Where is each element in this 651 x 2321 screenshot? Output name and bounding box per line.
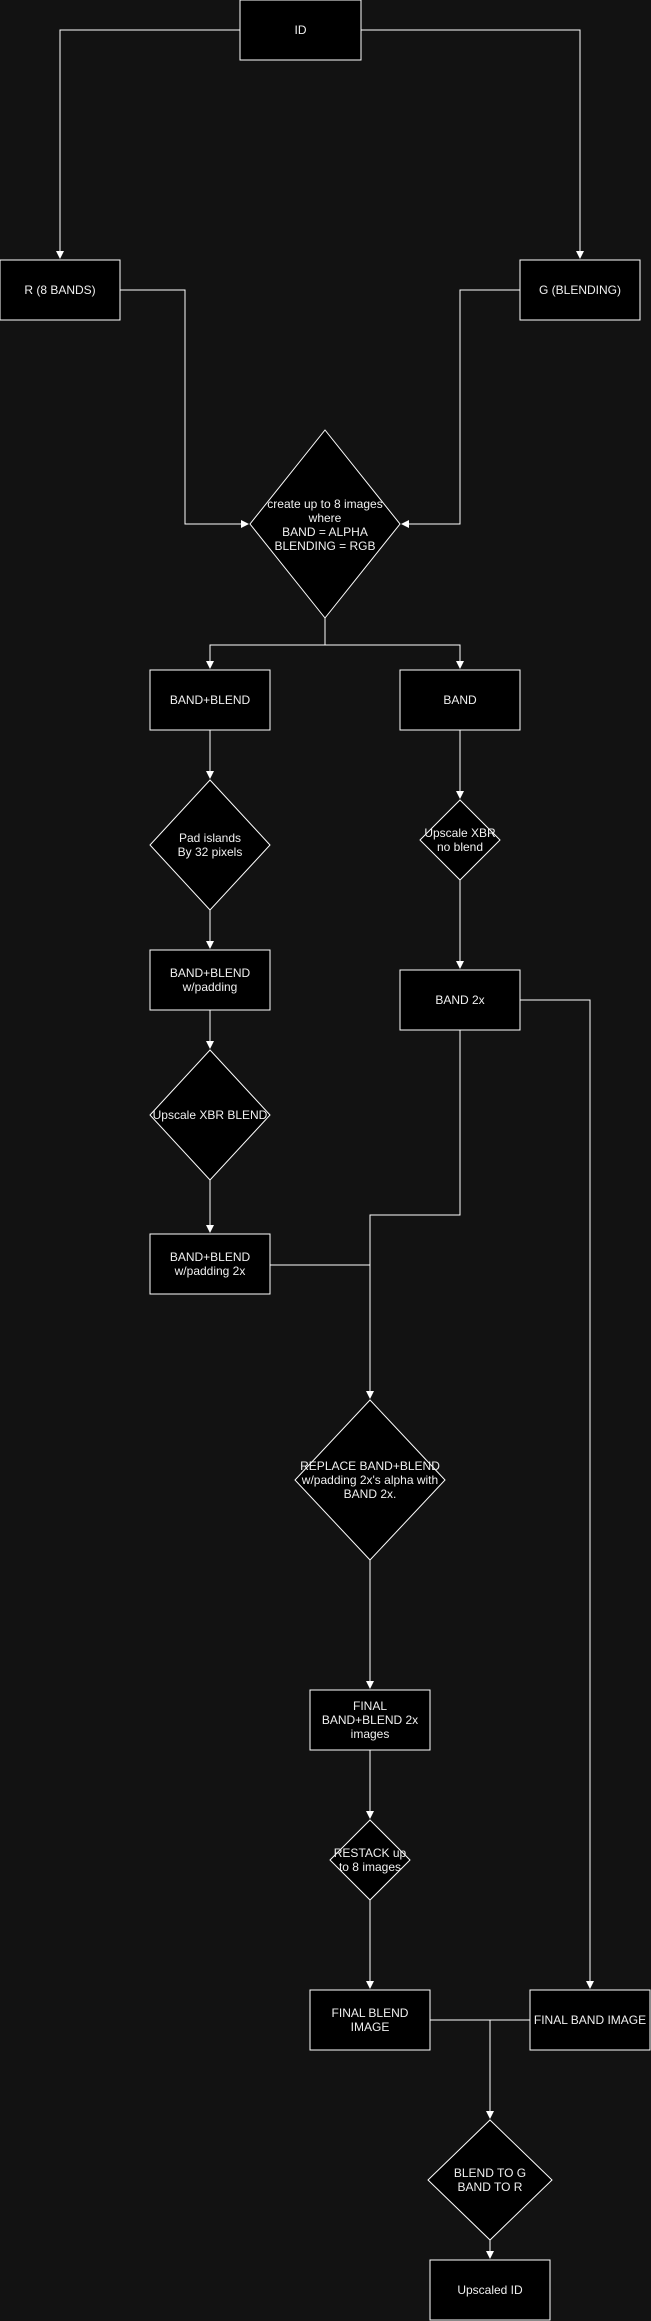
node-upscale-xbr-no-blend-diamond — [419, 799, 501, 881]
node-final-band-image-box — [529, 1989, 651, 2051]
node-g-blending-box — [519, 259, 641, 321]
edge-id-to-g — [361, 29, 584, 259]
node-band-2x-box — [399, 969, 521, 1031]
edge-split-to-bandblend — [206, 644, 325, 669]
node-replace-alpha-diamond — [294, 1399, 446, 1561]
edge-g-to-create — [401, 289, 520, 528]
node-band-box — [399, 669, 521, 731]
node-upscale-xbr-blend-diamond — [149, 1049, 271, 1181]
node-create-images-diamond — [249, 429, 401, 619]
node-upscaled-id-box — [429, 2259, 551, 2321]
edge-band2x-to-finalband — [520, 999, 594, 1989]
node-blend-to-g-diamond — [427, 2119, 553, 2241]
edge-r-to-create — [120, 289, 249, 528]
node-restack-diamond — [329, 1819, 411, 1901]
edge-id-to-r — [56, 29, 240, 259]
node-band-blend-padding-box — [149, 949, 271, 1011]
node-r-bands-box — [0, 259, 121, 321]
node-band-blend-box — [149, 669, 271, 731]
node-id-box — [239, 0, 362, 61]
node-pad-islands-diamond — [149, 779, 271, 911]
edge-split-to-band — [325, 644, 464, 669]
edge-band2x-to-join — [369, 1030, 461, 1265]
connectors — [56, 29, 594, 2259]
node-band-blend-padding-2x-box — [149, 1233, 271, 1295]
node-final-blend-image-box — [309, 1989, 431, 2051]
node-final-band-blend-2x-box — [309, 1689, 431, 1751]
